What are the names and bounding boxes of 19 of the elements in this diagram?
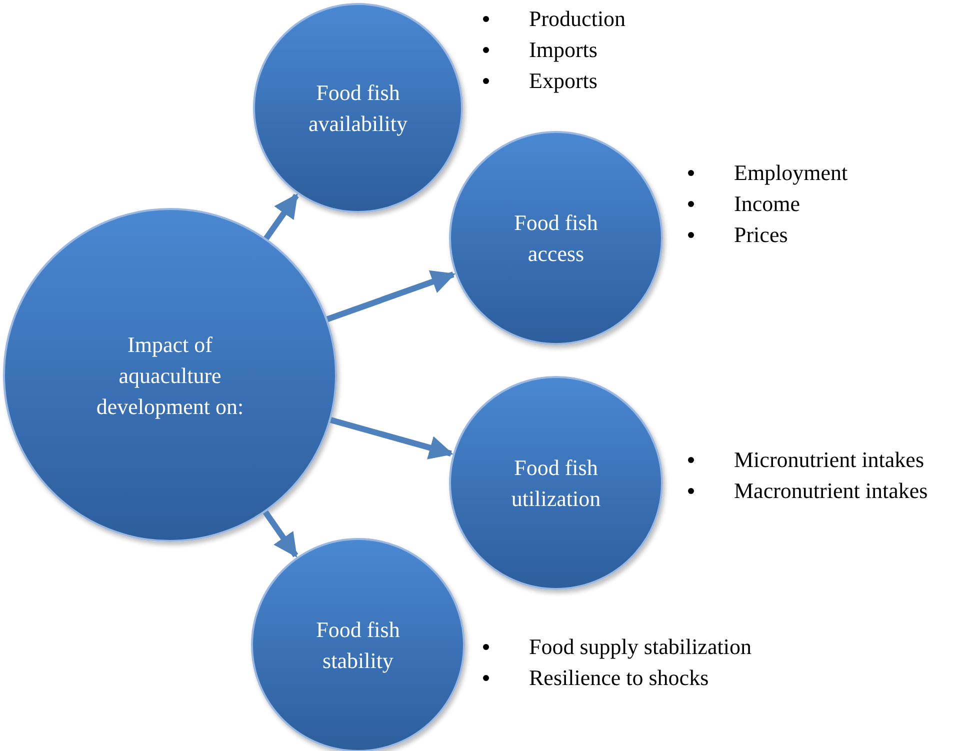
node-label: Food fish utilization (510, 454, 602, 513)
bullet-item: Imports (529, 36, 598, 64)
bullet-item: Resilience to shocks (529, 664, 709, 692)
bullet-item: Employment (734, 159, 848, 187)
bullet-item: Macronutrient intakes (734, 477, 928, 505)
node-label: Food fish stability (315, 616, 401, 675)
bullet-item: Prices (734, 221, 788, 249)
bullet-item: Production (529, 5, 626, 33)
arrow (264, 194, 299, 240)
bullet-item: Micronutrient intakes (734, 446, 924, 474)
bullet-item: Exports (529, 67, 598, 95)
arrow (262, 510, 298, 558)
arrow (326, 270, 456, 322)
bullet-item: Income (734, 190, 800, 218)
bullet-item: Food supply stabilization (529, 633, 752, 661)
node-label: Food fish access (513, 209, 599, 268)
node-label: Food fish availability (308, 79, 408, 138)
arrow (330, 417, 454, 460)
node-label: Impact of aquaculture development on: (95, 330, 245, 421)
